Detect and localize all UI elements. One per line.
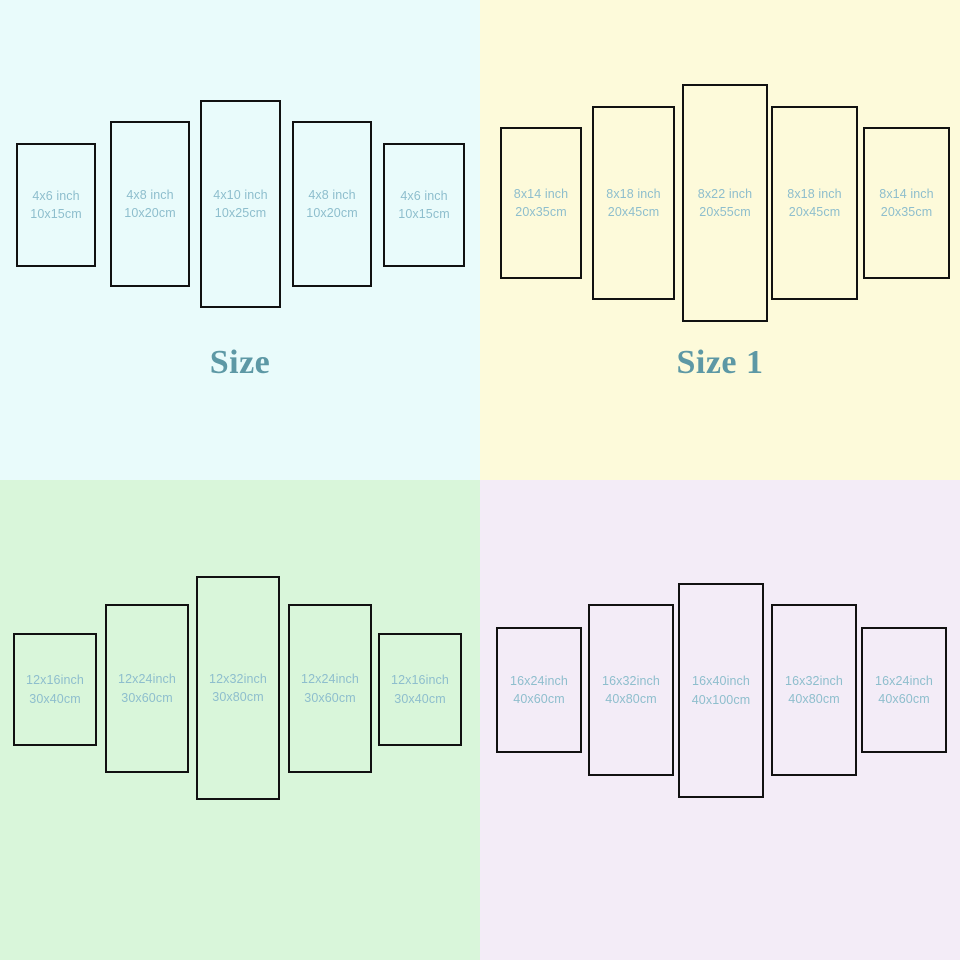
panel-label-inch: 4x10 inch (213, 187, 268, 202)
panel-label-inch: 4x6 inch (400, 188, 448, 203)
panel-label-inch: 12x24inch (301, 672, 359, 687)
panel-label-cm: 30x60cm (304, 690, 356, 705)
panel-label-cm: 20x45cm (607, 205, 660, 219)
panel-label: 16x24inch 40x60cm (510, 672, 568, 708)
panel-label-inch: 4x8 inch (126, 187, 174, 202)
size-option-title: Size (209, 344, 271, 381)
panel-label-cm: 30x40cm (394, 691, 446, 706)
panel-label-inch: 16x40inch (692, 674, 750, 689)
panel-group-size: 4x6 inch 10x15cm 4x8 inch 10x20cm 4x10 i… (0, 0, 480, 480)
panel-label-inch: 16x32inch (785, 673, 843, 688)
panel-label-cm: 20x45cm (788, 205, 841, 219)
panel-label: 16x24inch 40x60cm (875, 672, 933, 708)
panel-label-inch: 12x32inch (209, 671, 267, 686)
panel-label-cm: 20x35cm (880, 205, 933, 219)
panel-label: 8x18 inch 20x45cm (787, 185, 841, 221)
panel-label-cm: 30x80cm (212, 690, 264, 704)
panel-label-inch: 8x22 inch (697, 186, 753, 201)
panel[interactable]: 8x18 inch 20x45cm (771, 106, 858, 300)
panel[interactable]: 8x22 inch 20x55cm (682, 84, 768, 322)
panel-label-inch: 16x32inch (602, 673, 660, 688)
panel-label-cm: 10x20cm (124, 206, 176, 220)
panel-label-cm: 10x20cm (306, 206, 358, 220)
panel[interactable]: 12x24inch 30x60cm (105, 604, 189, 773)
size-option-title: Size 1 (676, 344, 764, 381)
panel-label-cm: 20x35cm (515, 205, 567, 219)
panel-label-cm: 40x60cm (513, 692, 565, 706)
panel[interactable]: 12x32inch 30x80cm (196, 576, 280, 800)
panel-label: 16x32inch 40x80cm (785, 672, 843, 708)
panel-label-inch: 8x18 inch (606, 186, 661, 201)
panel[interactable]: 16x32inch 40x80cm (771, 604, 857, 776)
panel-label-cm: 10x15cm (398, 207, 450, 221)
panel-group-size-3: 16x24inch 40x60cm 16x32inch 40x80cm 16x4… (480, 480, 960, 960)
panel-label-cm: 20x55cm (699, 205, 751, 219)
panel-group-size-1: 8x14 inch 20x35cm 8x18 inch 20x45cm 8x22… (480, 0, 960, 480)
size-option-size[interactable]: 4x6 inch 10x15cm 4x8 inch 10x20cm 4x10 i… (0, 0, 480, 480)
panel[interactable]: 12x16inch 30x40cm (378, 633, 462, 746)
panel-label-inch: 8x14 inch (879, 186, 934, 201)
panel-label: 8x22 inch 20x55cm (698, 185, 752, 221)
panel-label-cm: 40x80cm (788, 692, 840, 706)
panel-label: 8x18 inch 20x45cm (606, 185, 660, 221)
panel[interactable]: 12x24inch 30x60cm (288, 604, 372, 773)
panel-label-inch: 8x14 inch (513, 186, 569, 201)
panel-label-inch: 12x16inch (26, 673, 84, 688)
panel-label-cm: 40x80cm (605, 692, 657, 706)
panel[interactable]: 16x24inch 40x60cm (861, 627, 947, 753)
panel-label: 8x14 inch 20x35cm (879, 185, 933, 221)
size-option-size-2[interactable]: 12x16inch 30x40cm 12x24inch 30x60cm 12x3… (0, 480, 480, 960)
panel-label-inch: 4x8 inch (308, 187, 356, 202)
panel[interactable]: 4x8 inch 10x20cm (110, 121, 190, 287)
panel-label: 4x8 inch 10x20cm (306, 186, 357, 222)
panel-label-inch: 16x24inch (510, 673, 568, 688)
panel-label: 12x16inch 30x40cm (26, 671, 84, 707)
panel-label: 8x14 inch 20x35cm (514, 185, 568, 221)
panel-label: 12x32inch 30x80cm (209, 670, 267, 706)
panel-label-cm: 40x100cm (691, 692, 751, 707)
panel-label: 4x6 inch 10x15cm (398, 187, 449, 223)
size-option-size-3[interactable]: 16x24inch 40x60cm 16x32inch 40x80cm 16x4… (480, 480, 960, 960)
panel[interactable]: 16x40inch 40x100cm (678, 583, 764, 798)
panel-group-size-2: 12x16inch 30x40cm 12x24inch 30x60cm 12x3… (0, 480, 480, 960)
panel-label-cm: 30x40cm (29, 691, 81, 706)
panel[interactable]: 4x6 inch 10x15cm (16, 143, 96, 267)
panel[interactable]: 12x16inch 30x40cm (13, 633, 97, 746)
panel-label-inch: 12x16inch (391, 673, 449, 688)
panel-label: 16x32inch 40x80cm (602, 672, 660, 708)
panel[interactable]: 4x8 inch 10x20cm (292, 121, 372, 287)
panel[interactable]: 16x32inch 40x80cm (588, 604, 674, 776)
panel[interactable]: 8x14 inch 20x35cm (500, 127, 582, 279)
panel-label-cm: 30x60cm (121, 690, 173, 705)
panel[interactable]: 8x18 inch 20x45cm (592, 106, 675, 300)
panel-label: 4x6 inch 10x15cm (30, 187, 81, 223)
panel-label: 12x24inch 30x60cm (118, 670, 176, 706)
panel[interactable]: 4x10 inch 10x25cm (200, 100, 281, 308)
panel-label-cm: 10x25cm (214, 206, 267, 220)
panel-label: 12x24inch 30x60cm (301, 670, 359, 706)
panel-label-cm: 40x60cm (878, 692, 930, 706)
panel-label-inch: 4x6 inch (32, 188, 80, 203)
size-option-size-1[interactable]: 8x14 inch 20x35cm 8x18 inch 20x45cm 8x22… (480, 0, 960, 480)
panel[interactable]: 16x24inch 40x60cm (496, 627, 582, 753)
panel-label-inch: 8x18 inch (787, 186, 842, 201)
panel-label: 16x40inch 40x100cm (692, 672, 750, 708)
panel-label-inch: 12x24inch (118, 672, 176, 687)
panel[interactable]: 4x6 inch 10x15cm (383, 143, 465, 267)
panel[interactable]: 8x14 inch 20x35cm (863, 127, 950, 279)
panel-label-cm: 10x15cm (30, 207, 82, 221)
panel-label: 4x10 inch 10x25cm (213, 186, 267, 222)
panel-label-inch: 16x24inch (875, 673, 933, 688)
panel-label: 4x8 inch 10x20cm (124, 186, 175, 222)
panel-label: 12x16inch 30x40cm (391, 671, 449, 707)
